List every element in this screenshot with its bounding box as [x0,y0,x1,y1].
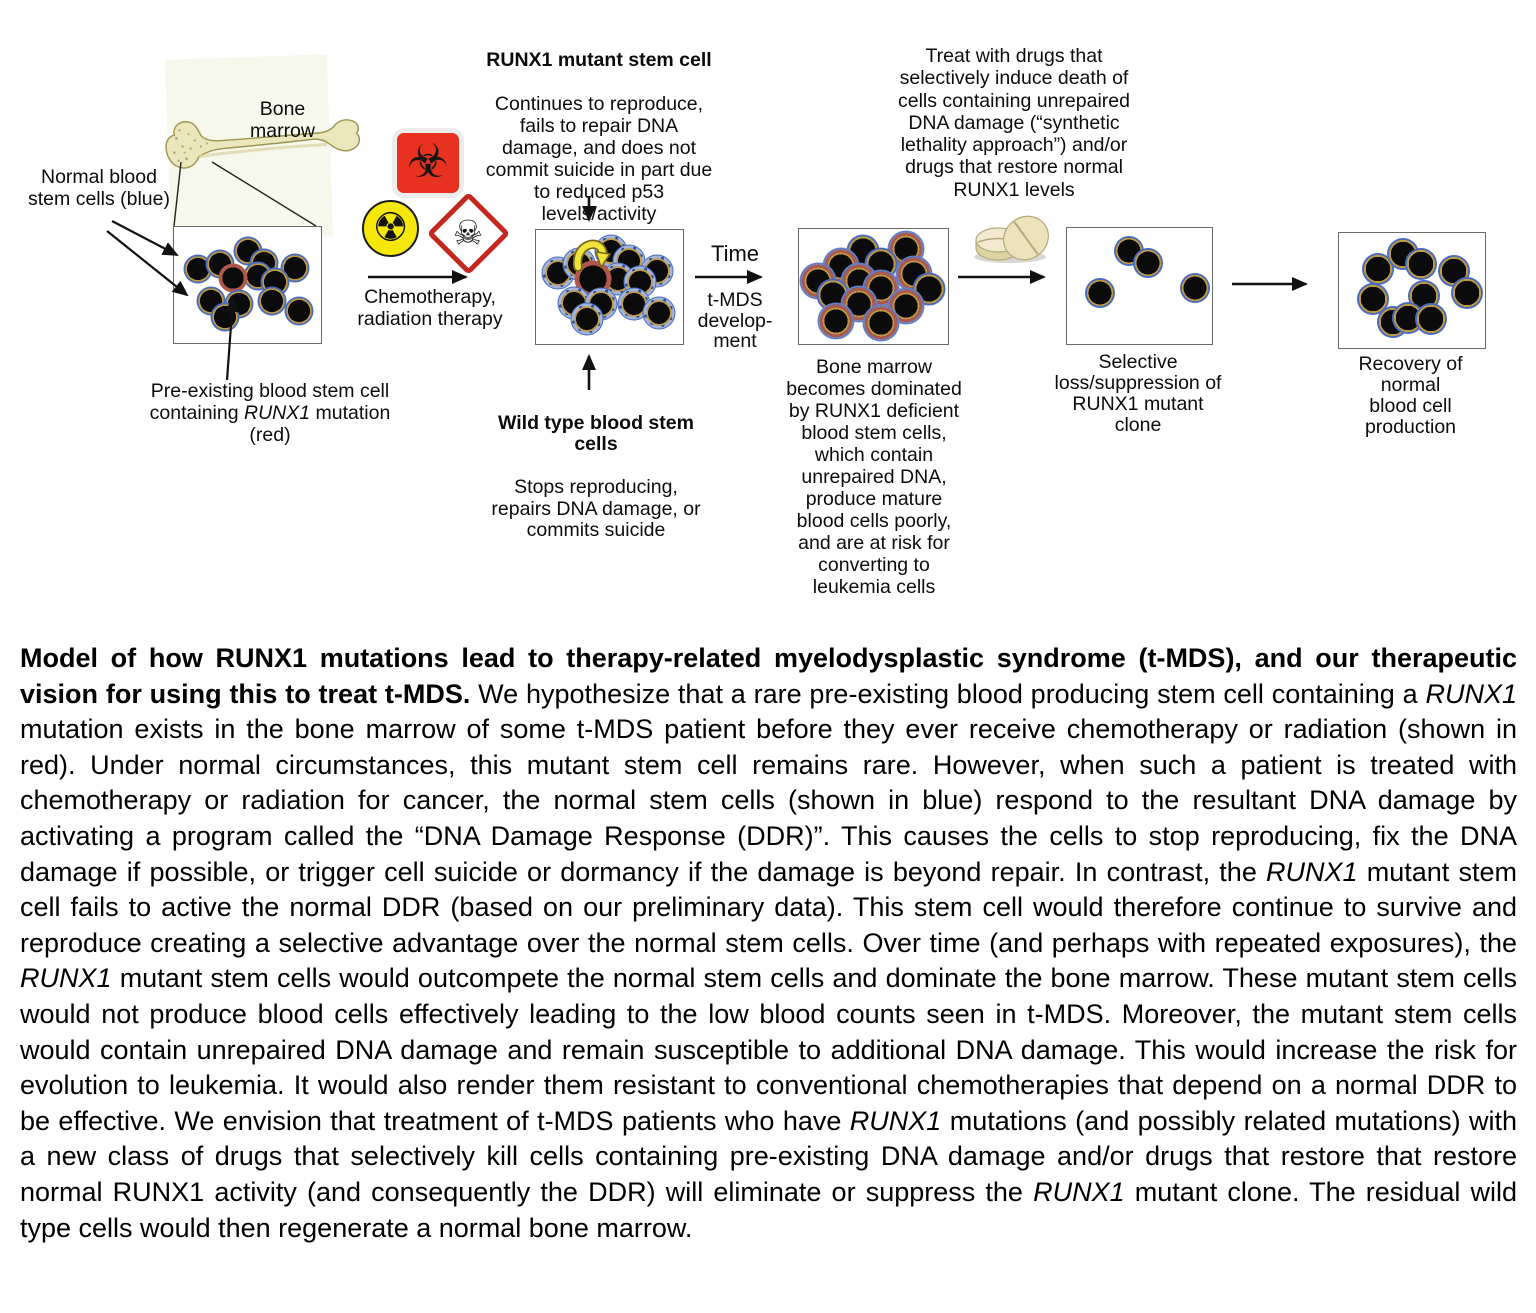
runx1-mutant-body: Continues to reproduce, fails to repair … [485,93,713,225]
selective-loss-label: Selective loss/suppression of RUNX1 muta… [1054,351,1222,436]
magnify-line-right [211,161,317,227]
normal-stem-cells-label: Normal blood stem cells (blue) [28,166,170,210]
preexisting-cell-pointer-arrow [224,296,239,381]
treat-drugs-label: Treat with drugs that selectively induce… [898,45,1130,201]
normal-cell [1085,277,1116,308]
biohazard-glyph: ☣ [406,134,450,189]
time-label: Time [710,241,760,266]
preexisting-cell-label: Pre-existing blood stem cell containing … [130,380,410,446]
damaged-cell [570,302,604,336]
radiation-icon: ☢ [362,200,419,257]
box-selective-loss [1066,227,1213,345]
self-renewal-loop-arrow [572,236,614,272]
biohazard-icon: ☣ [392,128,464,198]
magnify-line-left [173,161,182,227]
normal-cell [1451,276,1484,309]
bone-marrow-label: Bone marrow [249,98,315,142]
runx1-italic: RUNX1 [1033,1176,1125,1207]
recovery-label: Recovery of normal blood cell production [1358,353,1463,438]
dominated-marrow-label: Bone marrow becomes dominated by RUNX1 d… [786,356,962,598]
caption-bold-title: Model of how RUNX1 mutations lead to the… [20,643,1517,709]
preexisting-label-suffix: mutation (red) [249,402,391,446]
normal-cell [257,286,287,316]
bone-icon [164,118,368,174]
radiation-glyph: ☢ [372,204,409,251]
md-cell [819,304,853,338]
damaged-cell [642,296,676,330]
normal-cell [1404,248,1437,281]
wildtype-title: Wild type blood stem cells [498,411,694,455]
box-normal-marrow [173,226,322,344]
normal-cell [1133,247,1164,278]
caption-text: mutation exists in the bone marrow of so… [20,714,1517,887]
tmds-development-label: t-MDS develop- ment [697,289,773,352]
flow-arrows [106,161,1308,390]
normal-cells-pointer-arrow-2 [106,230,189,297]
figure-caption: Model of how RUNX1 mutations lead to the… [20,641,1517,1246]
md-cell [864,306,898,340]
normal-cell [1179,273,1210,304]
runx1-italic: RUNX1 [1425,678,1517,709]
wildtype-block: Wild type blood stem cells Stops reprodu… [480,391,712,563]
normal-cell [1414,303,1447,336]
wildtype-body: Stops reproducing, repairs DNA damage, o… [491,476,701,541]
normal-cells-pointer-arrow-1 [111,220,179,256]
caption-text: mutant stem cells would outcompete the n… [20,963,1517,1136]
chemo-radiation-label: Chemotherapy, radiation therapy [357,286,503,330]
box-damaged-marrow [535,229,684,345]
box-dominated-marrow [798,228,949,345]
caption-text: mutant clone. The residual wild type cel… [20,1176,1518,1243]
mutant-cell [218,263,248,293]
runx1-italic: RUNX1 [1266,856,1358,887]
runx1-italic: RUNX1 [20,963,112,994]
normal-cell [284,296,314,326]
runx1-italic: RUNX1 [849,1105,942,1136]
box-recovery [1338,232,1486,349]
preexisting-label-text: Pre-existing blood stem cell containing [149,380,390,424]
runx1-mutant-title: RUNX1 mutant stem cell [486,49,712,71]
caption-text: mutations (and possibly related mutation… [20,1105,1517,1207]
runx1-mutant-block: RUNX1 mutant stem cell Continues to repr… [483,27,715,247]
pills-icon [956,210,1052,266]
runx1-gene-text: RUNX1 [244,402,311,424]
caption-text: mutant stem cell fails to active the nor… [20,856,1517,958]
caption-text: We hypothesize that a rare pre-existing … [470,678,1426,709]
